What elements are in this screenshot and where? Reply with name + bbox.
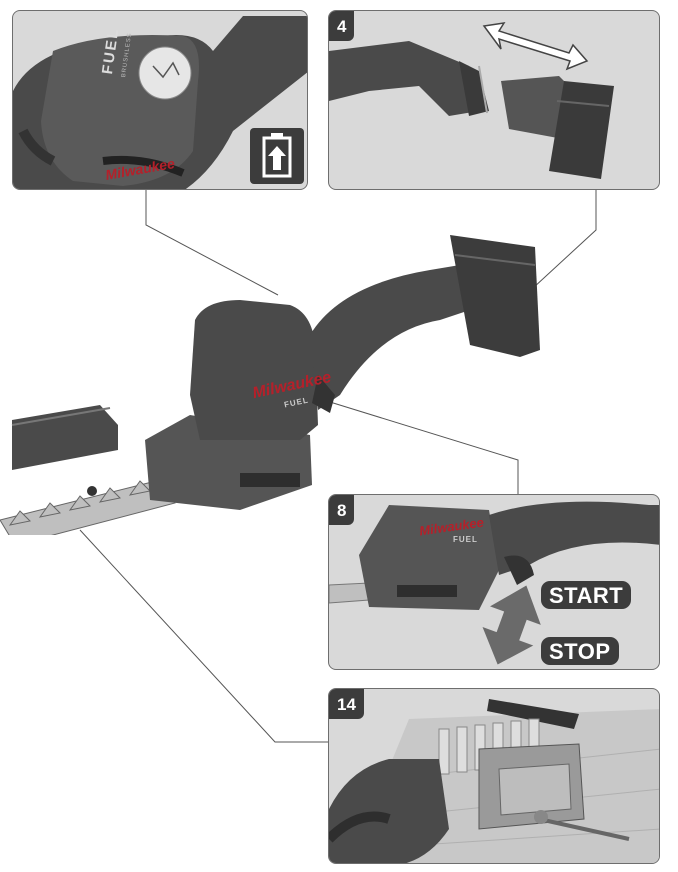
tool-head-closeup xyxy=(13,16,307,189)
battery-removal-illustration xyxy=(329,22,614,179)
double-arrow-vertical-icon xyxy=(482,585,541,665)
stop-label: STOP xyxy=(541,637,619,665)
hedge-trimmer-main-illustration xyxy=(0,235,540,535)
battery-charge-up-icon xyxy=(250,128,304,184)
step-number: 8 xyxy=(329,495,355,525)
panel-top-right: 4 xyxy=(328,10,660,190)
panel-bottom-right: 14 xyxy=(328,688,660,864)
blade-cleaning-illustration xyxy=(329,699,659,863)
start-label: START xyxy=(541,581,632,609)
panel-fuel-label: FUEL xyxy=(453,535,478,544)
step-number: 4 xyxy=(329,11,355,41)
step-number: 14 xyxy=(329,689,364,719)
panel-top-left: FUEL BRUSHLESS Milwaukee xyxy=(12,10,308,190)
trigger-operation-illustration xyxy=(329,501,659,610)
panel-middle-right: Milwaukee FUEL 8 START STOP xyxy=(328,494,660,670)
